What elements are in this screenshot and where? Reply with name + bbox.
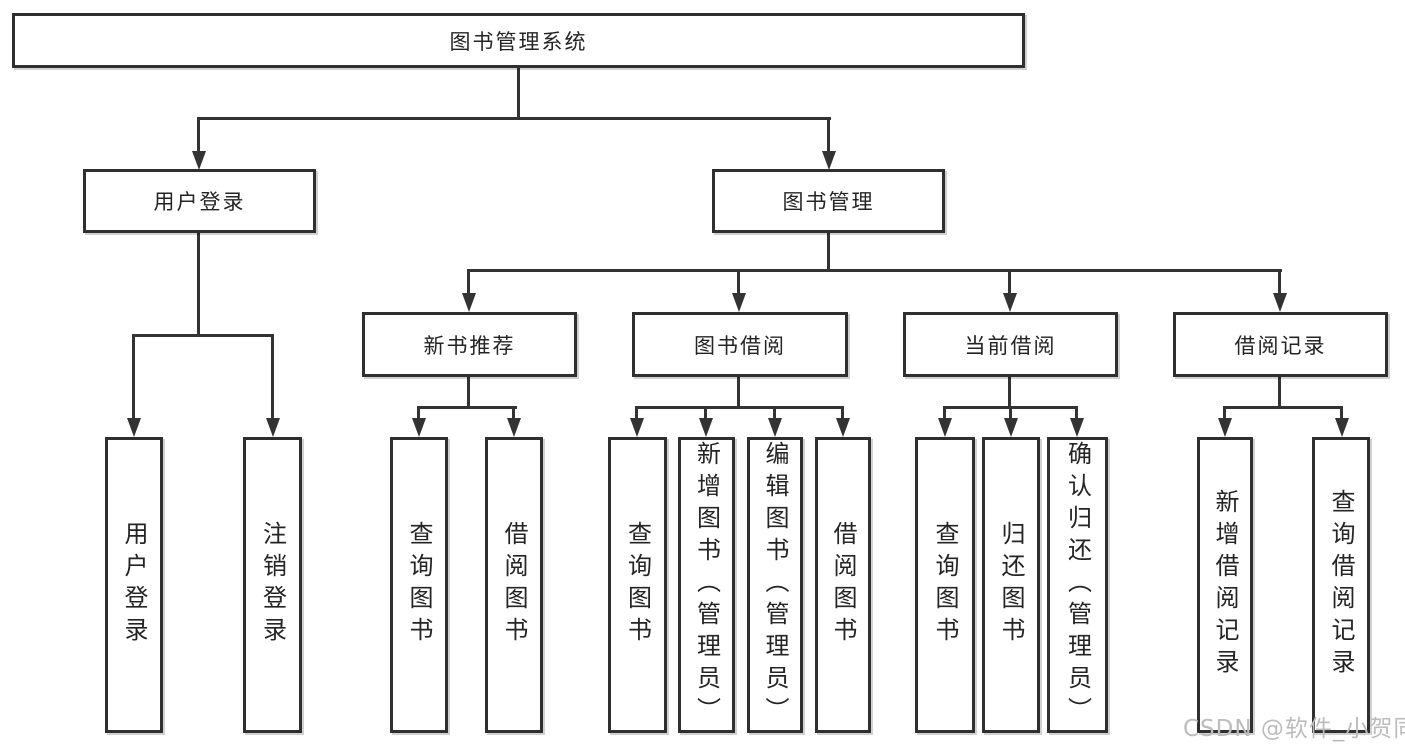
connector-stem-leaf-logout bbox=[271, 334, 274, 420]
arrowhead bbox=[1218, 418, 1232, 437]
node-root-label: 图书管理系统 bbox=[449, 29, 588, 54]
leaf-borrow-books: 借阅图书 bbox=[815, 437, 871, 733]
leaf-add-books-admin-label: 新增图书（管理员） bbox=[692, 441, 721, 729]
arrowhead-book-management bbox=[822, 151, 836, 170]
node-borrowing-records-label: 借阅记录 bbox=[1234, 333, 1327, 358]
connector-stem bbox=[635, 406, 638, 420]
leaf-logout-label: 注销登录 bbox=[258, 521, 287, 649]
leaf-query-books-current-label: 查询图书 bbox=[931, 521, 959, 649]
connector-current-borrowing-trunk bbox=[1008, 375, 1011, 408]
connector-borrowing-records-trunk bbox=[1278, 375, 1281, 408]
leaf-logout: 注销登录 bbox=[243, 437, 302, 733]
leaf-user-login: 用户登录 bbox=[105, 437, 163, 733]
arrowhead bbox=[1070, 418, 1084, 437]
node-book-borrowing: 图书借阅 bbox=[632, 312, 848, 377]
connector-stem-user-login bbox=[197, 117, 200, 153]
connector-stem bbox=[417, 406, 420, 420]
arrowhead bbox=[412, 418, 426, 437]
connector-book-borrowing-bar bbox=[635, 406, 844, 409]
leaf-query-books-recommend: 查询图书 bbox=[390, 437, 448, 733]
leaf-query-books-borrow: 查询图书 bbox=[608, 437, 667, 733]
connector-stem bbox=[841, 406, 844, 420]
node-borrowing-records: 借阅记录 bbox=[1173, 312, 1388, 377]
arrowhead-book-borrowing bbox=[732, 293, 746, 312]
leaf-user-login-label: 用户登录 bbox=[120, 521, 148, 649]
connector-borrowing-records-bar bbox=[1223, 406, 1343, 409]
connector-stem bbox=[1340, 406, 1343, 420]
connector-book-management-bar bbox=[467, 269, 1282, 272]
connector-book-borrowing-trunk bbox=[737, 375, 740, 408]
node-book-management: 图书管理 bbox=[712, 169, 945, 233]
arrowhead bbox=[836, 418, 850, 437]
node-new-book-recommendation: 新书推荐 bbox=[362, 312, 577, 377]
leaf-borrow-books-label: 借阅图书 bbox=[829, 521, 857, 649]
connector-stem bbox=[943, 406, 946, 420]
leaf-query-books-current: 查询图书 bbox=[915, 437, 975, 733]
connector-book-management-trunk bbox=[827, 231, 830, 272]
arrowhead bbox=[507, 418, 521, 437]
arrowhead bbox=[1335, 418, 1349, 437]
arrowhead bbox=[938, 418, 952, 437]
connector-new-book-bar bbox=[417, 406, 517, 409]
connector-user-login-trunk bbox=[197, 231, 200, 336]
node-book-management-label: 图书管理 bbox=[782, 190, 875, 214]
leaf-borrow-books-recommend-label: 借阅图书 bbox=[500, 521, 528, 649]
connector-stem bbox=[1223, 406, 1226, 420]
connector-stem-current-borrowing bbox=[1008, 269, 1011, 295]
connector-new-book-trunk bbox=[467, 375, 470, 408]
connector-stem-new-book bbox=[467, 269, 470, 295]
arrowhead bbox=[768, 418, 782, 437]
connector-root-bar bbox=[197, 117, 831, 120]
connector-stem-book-management bbox=[827, 117, 830, 153]
node-user-login: 用户登录 bbox=[83, 169, 316, 233]
leaf-edit-books-admin-label: 编辑图书（管理员） bbox=[761, 441, 789, 729]
connector-stem bbox=[1009, 406, 1012, 420]
arrowhead bbox=[630, 418, 644, 437]
leaf-edit-books-admin: 编辑图书（管理员） bbox=[747, 437, 803, 733]
leaf-add-borrow-record: 新增借阅记录 bbox=[1197, 437, 1253, 733]
leaf-query-borrow-record: 查询借阅记录 bbox=[1312, 437, 1370, 733]
arrowhead-current-borrowing bbox=[1003, 293, 1017, 312]
leaf-confirm-return-admin: 确认归还（管理员） bbox=[1047, 437, 1108, 733]
arrowhead bbox=[1004, 418, 1018, 437]
connector-stem bbox=[704, 406, 707, 420]
arrowhead-new-book bbox=[462, 293, 476, 312]
connector-user-login-bar bbox=[132, 334, 274, 337]
arrowhead-leaf-logout bbox=[266, 418, 280, 437]
leaf-query-borrow-record-label: 查询借阅记录 bbox=[1327, 489, 1355, 681]
connector-stem-leaf-user-login bbox=[132, 334, 135, 420]
leaf-return-books-label: 归还图书 bbox=[997, 521, 1025, 649]
leaf-return-books: 归还图书 bbox=[982, 437, 1040, 733]
node-current-borrowing-label: 当前借阅 bbox=[964, 333, 1057, 358]
leaf-query-books-recommend-label: 查询图书 bbox=[405, 521, 433, 649]
arrowhead bbox=[699, 418, 713, 437]
connector-stem bbox=[1075, 406, 1078, 420]
leaf-query-books-borrow-label: 查询图书 bbox=[623, 521, 652, 649]
connector-root-trunk bbox=[517, 66, 520, 120]
leaf-add-borrow-record-label: 新增借阅记录 bbox=[1211, 489, 1239, 681]
connector-stem bbox=[773, 406, 776, 420]
leaf-borrow-books-recommend: 借阅图书 bbox=[485, 437, 543, 733]
watermark: CSDN @软件_小贺同学 bbox=[1183, 716, 1405, 742]
connector-stem-book-borrowing bbox=[737, 269, 740, 295]
node-user-login-label: 用户登录 bbox=[153, 190, 246, 214]
leaf-add-books-admin: 新增图书（管理员） bbox=[678, 437, 735, 733]
node-book-borrowing-label: 图书借阅 bbox=[694, 333, 786, 358]
node-current-borrowing: 当前借阅 bbox=[903, 312, 1118, 377]
connector-stem-borrowing-records bbox=[1278, 269, 1281, 295]
node-root: 图书管理系统 bbox=[12, 13, 1025, 68]
arrowhead-leaf-user-login bbox=[127, 418, 141, 437]
arrowhead-user-login bbox=[192, 151, 206, 170]
node-new-book-label: 新书推荐 bbox=[423, 333, 516, 358]
connector-stem bbox=[512, 406, 515, 420]
leaf-confirm-return-admin-label: 确认归还（管理员） bbox=[1063, 441, 1092, 729]
arrowhead-borrowing-records bbox=[1273, 293, 1287, 312]
